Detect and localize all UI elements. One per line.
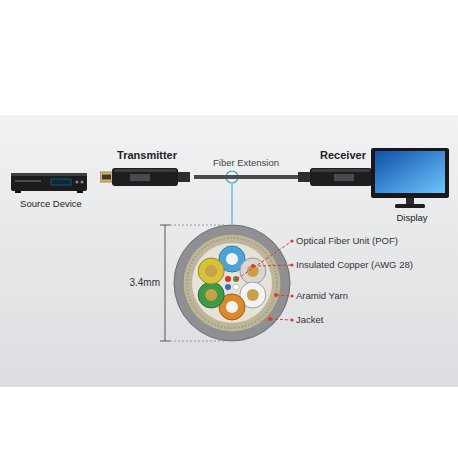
device-node: Transmitter bbox=[100, 148, 194, 189]
dimension-label: 3.4mm bbox=[116, 277, 160, 289]
edge-label: Fiber Extension bbox=[211, 157, 281, 169]
device-node: Source Device bbox=[6, 168, 96, 211]
part-name: Jacket bbox=[296, 314, 323, 326]
device-label: Transmitter bbox=[100, 148, 194, 162]
cable-cross-section bbox=[174, 225, 290, 341]
device-label: Source Device bbox=[6, 198, 96, 211]
zoom-leader bbox=[232, 184, 233, 224]
device-node: Display bbox=[368, 146, 456, 225]
leader-lines bbox=[237, 241, 292, 320]
fiber-cable bbox=[194, 175, 298, 179]
device-label: Display bbox=[368, 212, 456, 225]
player-illustration bbox=[6, 168, 92, 196]
monitor-illustration bbox=[368, 146, 452, 210]
leader-dots bbox=[235, 239, 294, 321]
dimension-line bbox=[160, 225, 226, 341]
part-name: Insulated Copper (AWG 28) bbox=[296, 259, 413, 271]
background-band bbox=[0, 115, 458, 387]
part-name: Aramid Yarn bbox=[296, 290, 348, 302]
part-name: Optical Fiber Unit (POF) bbox=[296, 235, 398, 247]
plugL-illustration bbox=[100, 165, 190, 189]
